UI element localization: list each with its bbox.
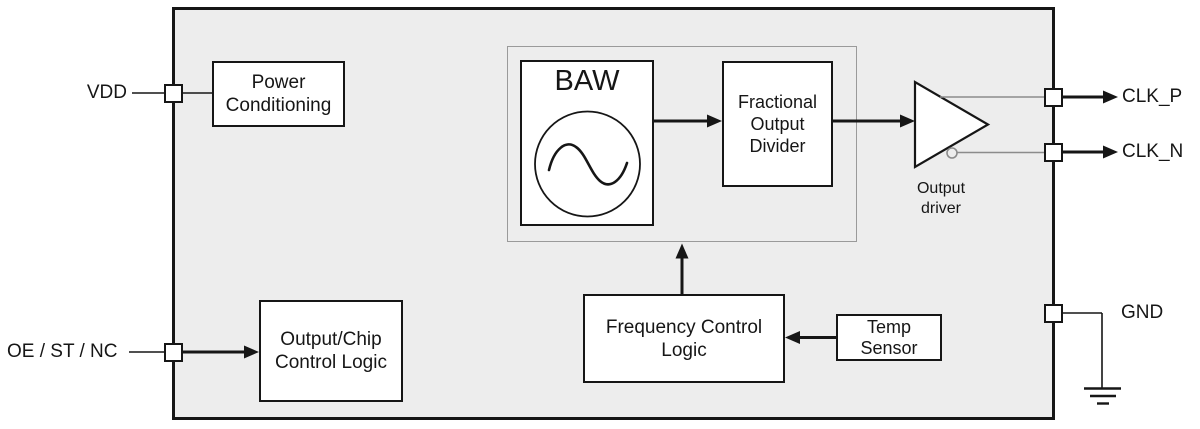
fod-label-line1: Fractional	[737, 92, 818, 112]
power-conditioning-label-line2: Conditioning	[225, 95, 332, 116]
temp-sensor-block: Temp Sensor	[836, 314, 942, 361]
power-conditioning-block: Power Conditioning	[212, 61, 345, 127]
output-driver-label-line2: driver	[920, 200, 961, 217]
clk-p-pin	[1043, 87, 1063, 107]
fod-label-line2: Output	[750, 114, 805, 134]
occl-label-line1: Output/Chip	[280, 329, 382, 350]
fod-label-line3: Divider	[749, 136, 806, 156]
clk-n-pin-label: CLK_N	[1122, 141, 1184, 162]
vdd-pin-label: VDD	[86, 82, 127, 103]
ground-icon	[1062, 312, 1121, 405]
baw-label: BAW	[554, 65, 620, 97]
vdd-pin	[163, 83, 183, 103]
arrow-clk-n-out	[1063, 145, 1118, 159]
clk-n-pin	[1043, 142, 1063, 162]
clk-p-pin-label: CLK_P	[1122, 86, 1183, 107]
output-chip-control-logic-block: Output/Chip Control Logic	[259, 300, 403, 402]
output-driver-label-line1: Output	[916, 180, 966, 197]
gnd-pin	[1043, 303, 1063, 323]
oe-st-nc-pin	[163, 342, 183, 362]
arrow-clk-p-out	[1063, 90, 1118, 104]
fractional-output-divider-block: Fractional Output Divider	[722, 61, 833, 187]
oe-st-nc-pin-label: OE / ST / NC	[7, 341, 118, 362]
power-conditioning-label-line1: Power	[251, 72, 306, 93]
gnd-pin-label: GND	[1121, 302, 1164, 323]
fcl-label-line2: Logic	[661, 339, 707, 361]
fcl-label-line1: Frequency Control	[605, 316, 763, 338]
frequency-control-logic-block: Frequency Control Logic	[583, 294, 785, 383]
oscillator-container	[507, 46, 857, 242]
occl-label-line2: Control Logic	[275, 352, 387, 373]
temp-sensor-label-line2: Sensor	[860, 337, 918, 358]
temp-sensor-label-line1: Temp	[866, 316, 911, 337]
baw-resonator-block: BAW	[520, 60, 654, 226]
output-driver-label: Output driver	[881, 179, 1001, 219]
